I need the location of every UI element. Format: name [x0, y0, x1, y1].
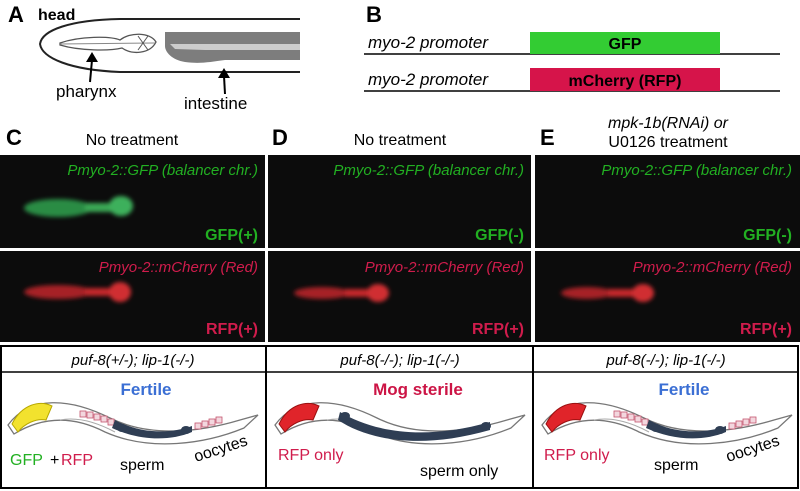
panel-b: B myo-2 promoter GFP myo-2 promoter mChe… — [364, 2, 780, 92]
rfp-status: RFP(+) — [472, 321, 524, 338]
column-title: No treatment — [86, 132, 179, 149]
rfp-caption: Pmyo-2::mCherry (Red) — [633, 259, 792, 276]
gfp-box-label: GFP — [609, 36, 642, 53]
phenotype: Mog sterile — [373, 380, 463, 399]
sperm-label: sperm — [120, 457, 164, 474]
marker-text: RFP only — [544, 447, 610, 464]
worm-diagram — [541, 402, 793, 445]
column-title-line-1: mpk-1b(RNAi) or — [608, 115, 729, 132]
gfp-micrograph — [535, 155, 800, 248]
panel-e-label: E — [540, 125, 555, 150]
pharynx-label: pharynx — [56, 82, 117, 101]
panel-d: D No treatment Pmyo-2::GFP (balancer chr… — [268, 125, 531, 342]
panel-c-label: C — [6, 125, 22, 150]
panel-a-label: A — [8, 2, 24, 27]
intestine-label: intestine — [184, 94, 247, 113]
panel-a: A head pharynx intestine — [8, 2, 300, 113]
gfp-worm-signal — [24, 196, 133, 217]
panel-b-label: B — [366, 2, 382, 27]
rfp-worm-signal — [24, 282, 131, 302]
panel-c: C No treatment Pmyo-2::GFP (balancer chr… — [0, 125, 265, 342]
gfp-micrograph — [268, 155, 531, 248]
panel-d-label: D — [272, 125, 288, 150]
promoter-label: myo-2 promoter — [368, 70, 489, 89]
column-title-line-2: U0126 treatment — [608, 134, 728, 151]
gfp-status: GFP(-) — [743, 227, 792, 244]
rfp-status: RFP(+) — [206, 321, 258, 338]
phenotype: Fertile — [658, 380, 709, 399]
worm-diagram — [274, 402, 526, 445]
rfp-status: RFP(+) — [740, 321, 792, 338]
marker-text: RFP only — [278, 447, 344, 464]
gfp-caption: Pmyo-2::GFP (balancer chr.) — [67, 162, 258, 179]
gfp-status: GFP(-) — [475, 227, 524, 244]
gfp-caption: Pmyo-2::GFP (balancer chr.) — [601, 162, 792, 179]
gfp-caption: Pmyo-2::GFP (balancer chr.) — [333, 162, 524, 179]
worm-diagram — [7, 402, 259, 445]
rfp-caption: Pmyo-2::mCherry (Red) — [99, 259, 258, 276]
head-label: head — [38, 7, 75, 24]
marker-plus: + — [50, 452, 59, 469]
rfp-worm-signal — [561, 284, 654, 302]
phenotype-table: puf-8(+/-); lip-1(-/-) puf-8(-/-); lip-1… — [0, 345, 799, 489]
column-title: No treatment — [354, 132, 447, 149]
promoter-label: myo-2 promoter — [368, 33, 489, 52]
rfp-caption: Pmyo-2::mCherry (Red) — [365, 259, 524, 276]
gfp-box — [530, 32, 720, 54]
marker-rfp: RFP — [61, 452, 93, 469]
marker-gfp: GFP — [10, 452, 43, 469]
mcherry-box — [530, 68, 720, 91]
genotype: puf-8(+/-); lip-1(-/-) — [71, 352, 195, 369]
phenotype: Fertile — [120, 380, 171, 399]
genotype: puf-8(-/-); lip-1(-/-) — [605, 352, 725, 369]
sperm-label: sperm — [654, 457, 698, 474]
marker-legend: GFP + RFP — [10, 452, 93, 469]
worm-head-schematic — [38, 18, 300, 95]
panel-e: E mpk-1b(RNAi) or U0126 treatment Pmyo-2… — [535, 115, 800, 342]
gfp-status: GFP(+) — [205, 227, 258, 244]
sperm-only-label: sperm only — [420, 463, 498, 480]
rfp-worm-signal — [294, 284, 389, 302]
genotype: puf-8(-/-); lip-1(-/-) — [339, 352, 459, 369]
mcherry-box-label: mCherry (RFP) — [569, 73, 682, 90]
